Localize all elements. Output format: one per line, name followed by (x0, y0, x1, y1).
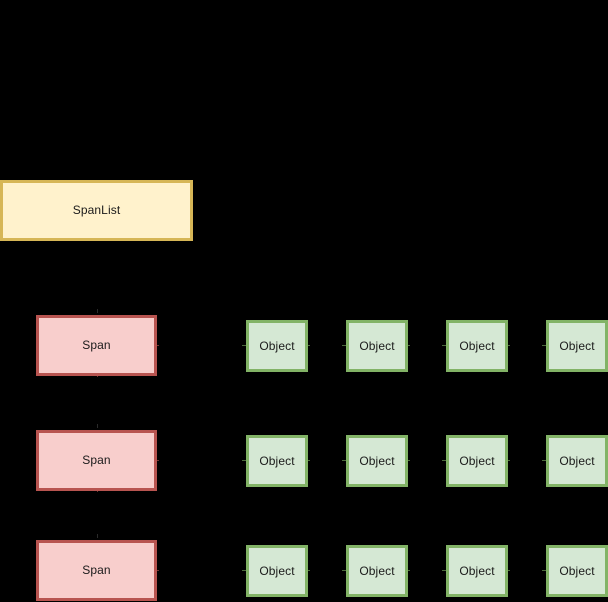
node-span[interactable]: Span (36, 540, 157, 601)
connector-stub (155, 570, 159, 571)
connector-stub (306, 345, 310, 346)
node-label: Object (259, 338, 295, 353)
connector-stub (506, 460, 510, 461)
node-label: Object (459, 338, 495, 353)
node-object[interactable]: Object (246, 545, 308, 597)
connector-stub (97, 309, 98, 313)
node-label: Object (559, 453, 595, 468)
connector-stub (542, 345, 546, 346)
node-label: Span (82, 453, 111, 468)
node-span[interactable]: Span (36, 430, 157, 491)
connector-stub (342, 345, 346, 346)
connector-stub (442, 345, 446, 346)
node-object[interactable]: Object (446, 435, 508, 487)
node-label: Object (559, 563, 595, 578)
node-label: SpanList (72, 203, 121, 218)
connector-stub (342, 460, 346, 461)
node-label: Object (359, 338, 395, 353)
connector-stub (306, 460, 310, 461)
node-spanlist[interactable]: SpanList (0, 180, 193, 241)
node-span[interactable]: Span (36, 315, 157, 376)
connector-stub (242, 345, 246, 346)
connector-stub (97, 424, 98, 428)
connector-stub (506, 570, 510, 571)
node-object[interactable]: Object (546, 320, 608, 372)
node-object[interactable]: Object (546, 435, 608, 487)
node-label: Object (359, 563, 395, 578)
node-object[interactable]: Object (246, 320, 308, 372)
node-label: Object (359, 453, 395, 468)
connector-stub (242, 570, 246, 571)
node-object[interactable]: Object (546, 545, 608, 597)
node-label: Object (259, 563, 295, 578)
connector-stub (342, 570, 346, 571)
node-object[interactable]: Object (246, 435, 308, 487)
node-object[interactable]: Object (346, 320, 408, 372)
connector-stub (155, 460, 159, 461)
connector-stub (406, 570, 410, 571)
node-object[interactable]: Object (346, 545, 408, 597)
node-label: Object (459, 453, 495, 468)
node-label: Object (459, 563, 495, 578)
connector-stub (306, 570, 310, 571)
node-label: Span (82, 563, 111, 578)
connector-stub (406, 345, 410, 346)
node-object[interactable]: Object (446, 545, 508, 597)
node-label: Object (259, 453, 295, 468)
node-object[interactable]: Object (346, 435, 408, 487)
connector-stub (442, 570, 446, 571)
node-object[interactable]: Object (446, 320, 508, 372)
connector-stub (542, 570, 546, 571)
connector-stub (242, 460, 246, 461)
connector-stub (97, 534, 98, 538)
connector-stub (155, 345, 159, 346)
connector-stub (542, 460, 546, 461)
connector-stub (506, 345, 510, 346)
node-label: Span (82, 338, 111, 353)
node-label: Object (559, 338, 595, 353)
connector-stub (406, 460, 410, 461)
connector-stub (442, 460, 446, 461)
